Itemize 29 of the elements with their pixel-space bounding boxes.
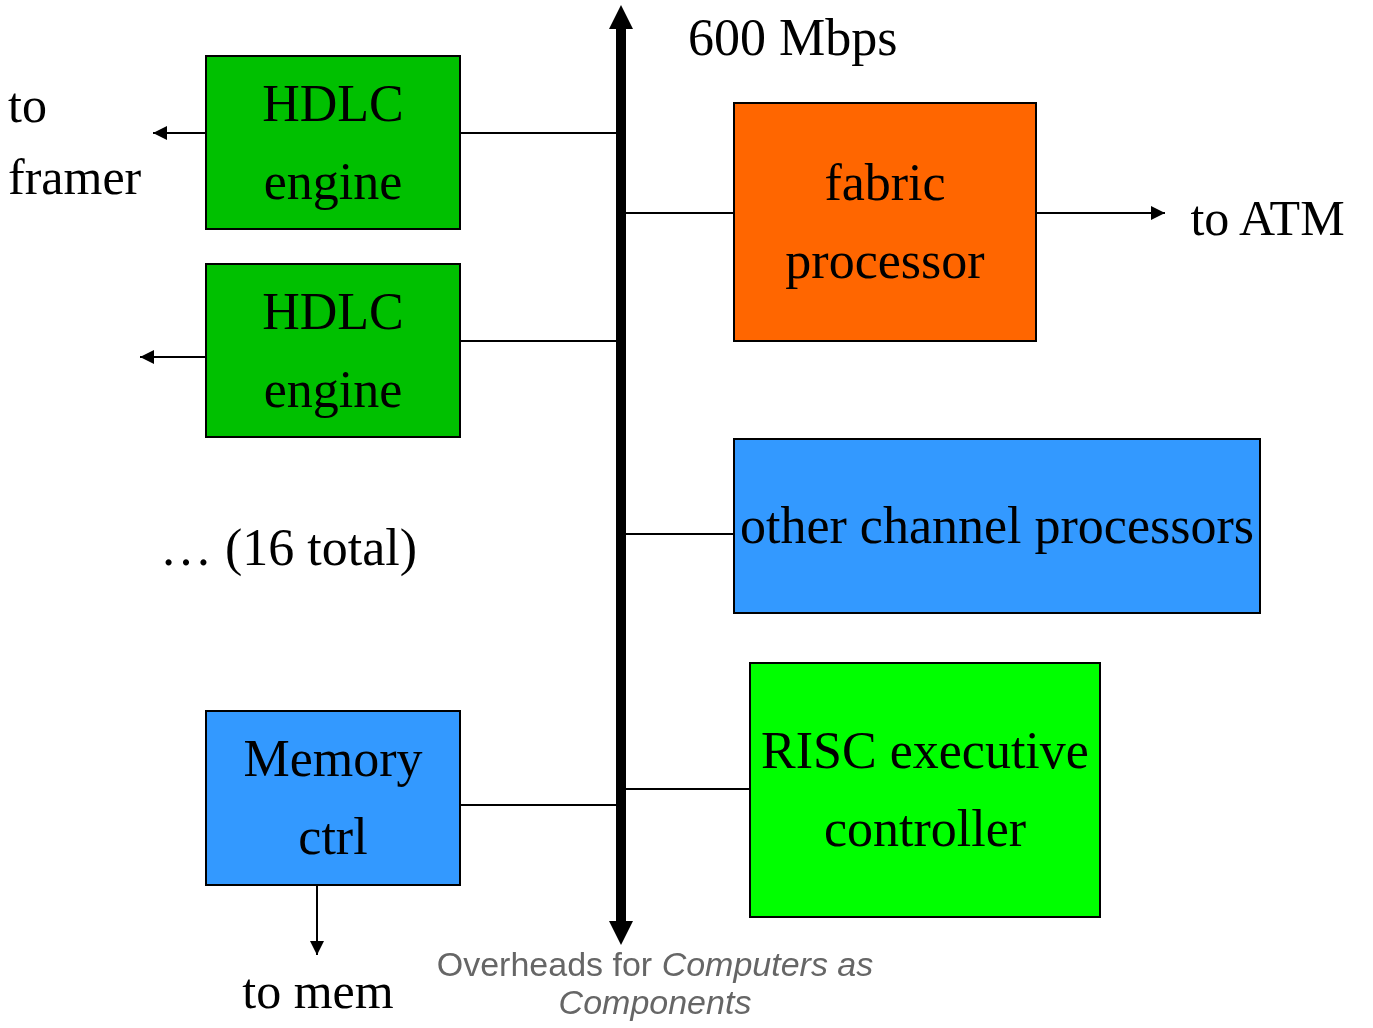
arrow <box>1036 206 1166 220</box>
box-text: Memory ctrl <box>242 729 424 867</box>
connector-line <box>625 788 750 790</box>
box-text: HDLC engine <box>261 281 405 420</box>
bus-label: 600 Mbps <box>688 8 898 67</box>
process-box <box>205 55 461 230</box>
ellipsis-note: … (16 total) <box>160 518 418 577</box>
box-text: RISC executive controller <box>760 721 1090 859</box>
process-box <box>749 662 1101 918</box>
process-box <box>205 263 461 438</box>
process-box <box>733 438 1261 614</box>
box-text: HDLC engine <box>261 73 405 212</box>
bus-bar <box>609 5 633 945</box>
connector-line <box>625 212 734 214</box>
arrow <box>152 126 206 140</box>
connector-line <box>460 132 617 134</box>
text-label: to ATM <box>1190 188 1345 248</box>
process-box <box>733 102 1037 342</box>
connector-line <box>460 340 617 342</box>
arrow <box>139 350 206 364</box>
text-label: to mem <box>242 962 394 1021</box>
text-label: to framer <box>8 76 143 207</box>
connector-line <box>460 804 617 806</box>
process-box <box>205 710 461 886</box>
footer-text: Overheads for Computers as Components <box>435 945 875 1021</box>
box-text: fabric processor <box>784 153 986 291</box>
arrow <box>310 885 324 956</box>
box-text: other channel processors <box>739 496 1254 556</box>
connector-line <box>625 533 734 535</box>
